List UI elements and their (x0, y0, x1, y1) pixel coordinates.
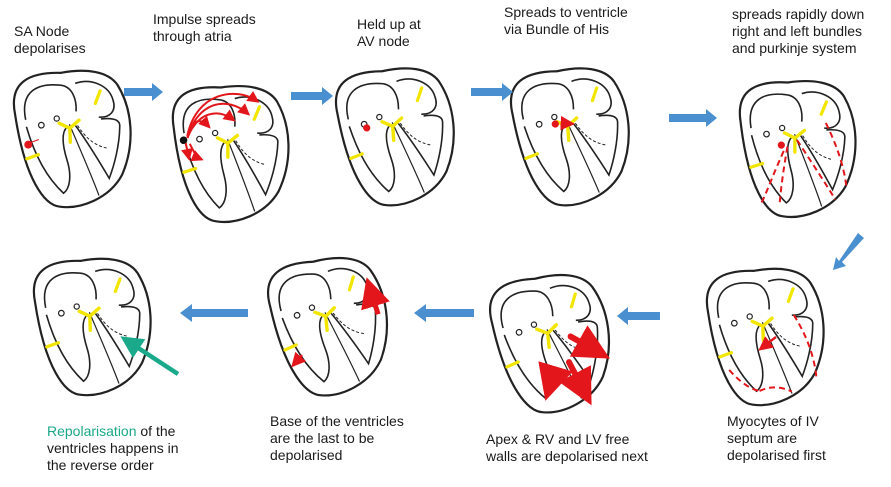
caption-apex-walls: Apex & RV and LV free walls are depolari… (486, 431, 648, 464)
heart-sa-node (9, 63, 140, 214)
flow-arrow-5 (833, 233, 864, 270)
caption-base: Base of the ventricles are the last to b… (270, 413, 404, 463)
heart-av-node (330, 59, 466, 214)
heart-septum (702, 261, 833, 412)
repolarisation-term: Repolarisation (47, 423, 137, 439)
flow-arrow-1 (124, 83, 163, 101)
flow-arrow-7 (414, 304, 474, 322)
flow-arrow-6 (617, 307, 660, 325)
caption-septum: Myocytes of IV septum are depolarised fi… (727, 413, 826, 463)
caption-bundle-of-his: Spreads to ventricle via Bundle of His (504, 4, 628, 37)
heart-bundle-of-his (505, 59, 641, 214)
caption-repolarisation: Repolarisation of the ventricles happens… (47, 423, 179, 474)
repolarisation-rest: of the ventricles happens in the reverse… (47, 423, 179, 473)
caption-av-node: Held up at AV node (357, 16, 421, 49)
repolarisation-arrow (120, 336, 180, 376)
heart-atria (169, 80, 296, 227)
heart-base (261, 248, 401, 405)
heart-purkinje (736, 75, 863, 222)
flow-arrow-3 (471, 83, 513, 101)
caption-sa-node: SA Node depolarises (14, 23, 86, 56)
flow-arrow-8 (180, 304, 248, 322)
flow-arrow-2 (291, 87, 333, 105)
heart-repolarisation (29, 251, 160, 402)
flow-arrows (124, 83, 864, 325)
caption-bundles-purkinje: spreads rapidly down right and left bund… (732, 6, 865, 56)
heart-apex-walls (483, 265, 623, 422)
caption-atria: Impulse spreads through atria (153, 11, 256, 44)
flow-arrow-4 (669, 109, 717, 127)
